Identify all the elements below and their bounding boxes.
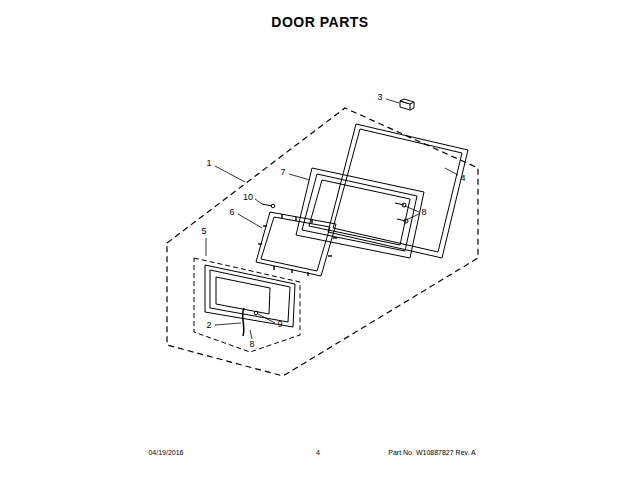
callout-number: 1 xyxy=(206,159,211,168)
callout-number: 7 xyxy=(280,168,285,177)
page-number: 4 xyxy=(316,449,320,456)
page-title: DOOR PARTS xyxy=(271,15,368,29)
footer-date: 04/19/2016 xyxy=(148,449,183,456)
part-3-block xyxy=(400,99,414,110)
callout-number: 5 xyxy=(201,227,206,236)
part-10-screw xyxy=(262,204,275,208)
part-number: Part No. W10887827 Rev. A xyxy=(388,449,475,456)
callout-number: 8 xyxy=(249,340,254,349)
callout-number: 10 xyxy=(243,193,253,202)
assembly-boundary xyxy=(167,108,478,376)
part-7-frame xyxy=(296,168,424,258)
part-6-glass-frame xyxy=(256,212,337,276)
subassembly-boundary xyxy=(194,258,300,352)
part-9 xyxy=(254,311,258,315)
leader-lines xyxy=(206,99,458,339)
part-5-door-front xyxy=(205,265,295,327)
callout-number: 9 xyxy=(277,320,282,329)
part-4-gasket xyxy=(328,124,468,258)
callout-number: 8 xyxy=(421,208,426,217)
callout-number: 4 xyxy=(460,174,465,183)
callout-number: 6 xyxy=(229,208,234,217)
callout-number: 2 xyxy=(206,321,211,330)
callout-number: 3 xyxy=(377,93,382,102)
part-2-handle xyxy=(243,308,244,336)
